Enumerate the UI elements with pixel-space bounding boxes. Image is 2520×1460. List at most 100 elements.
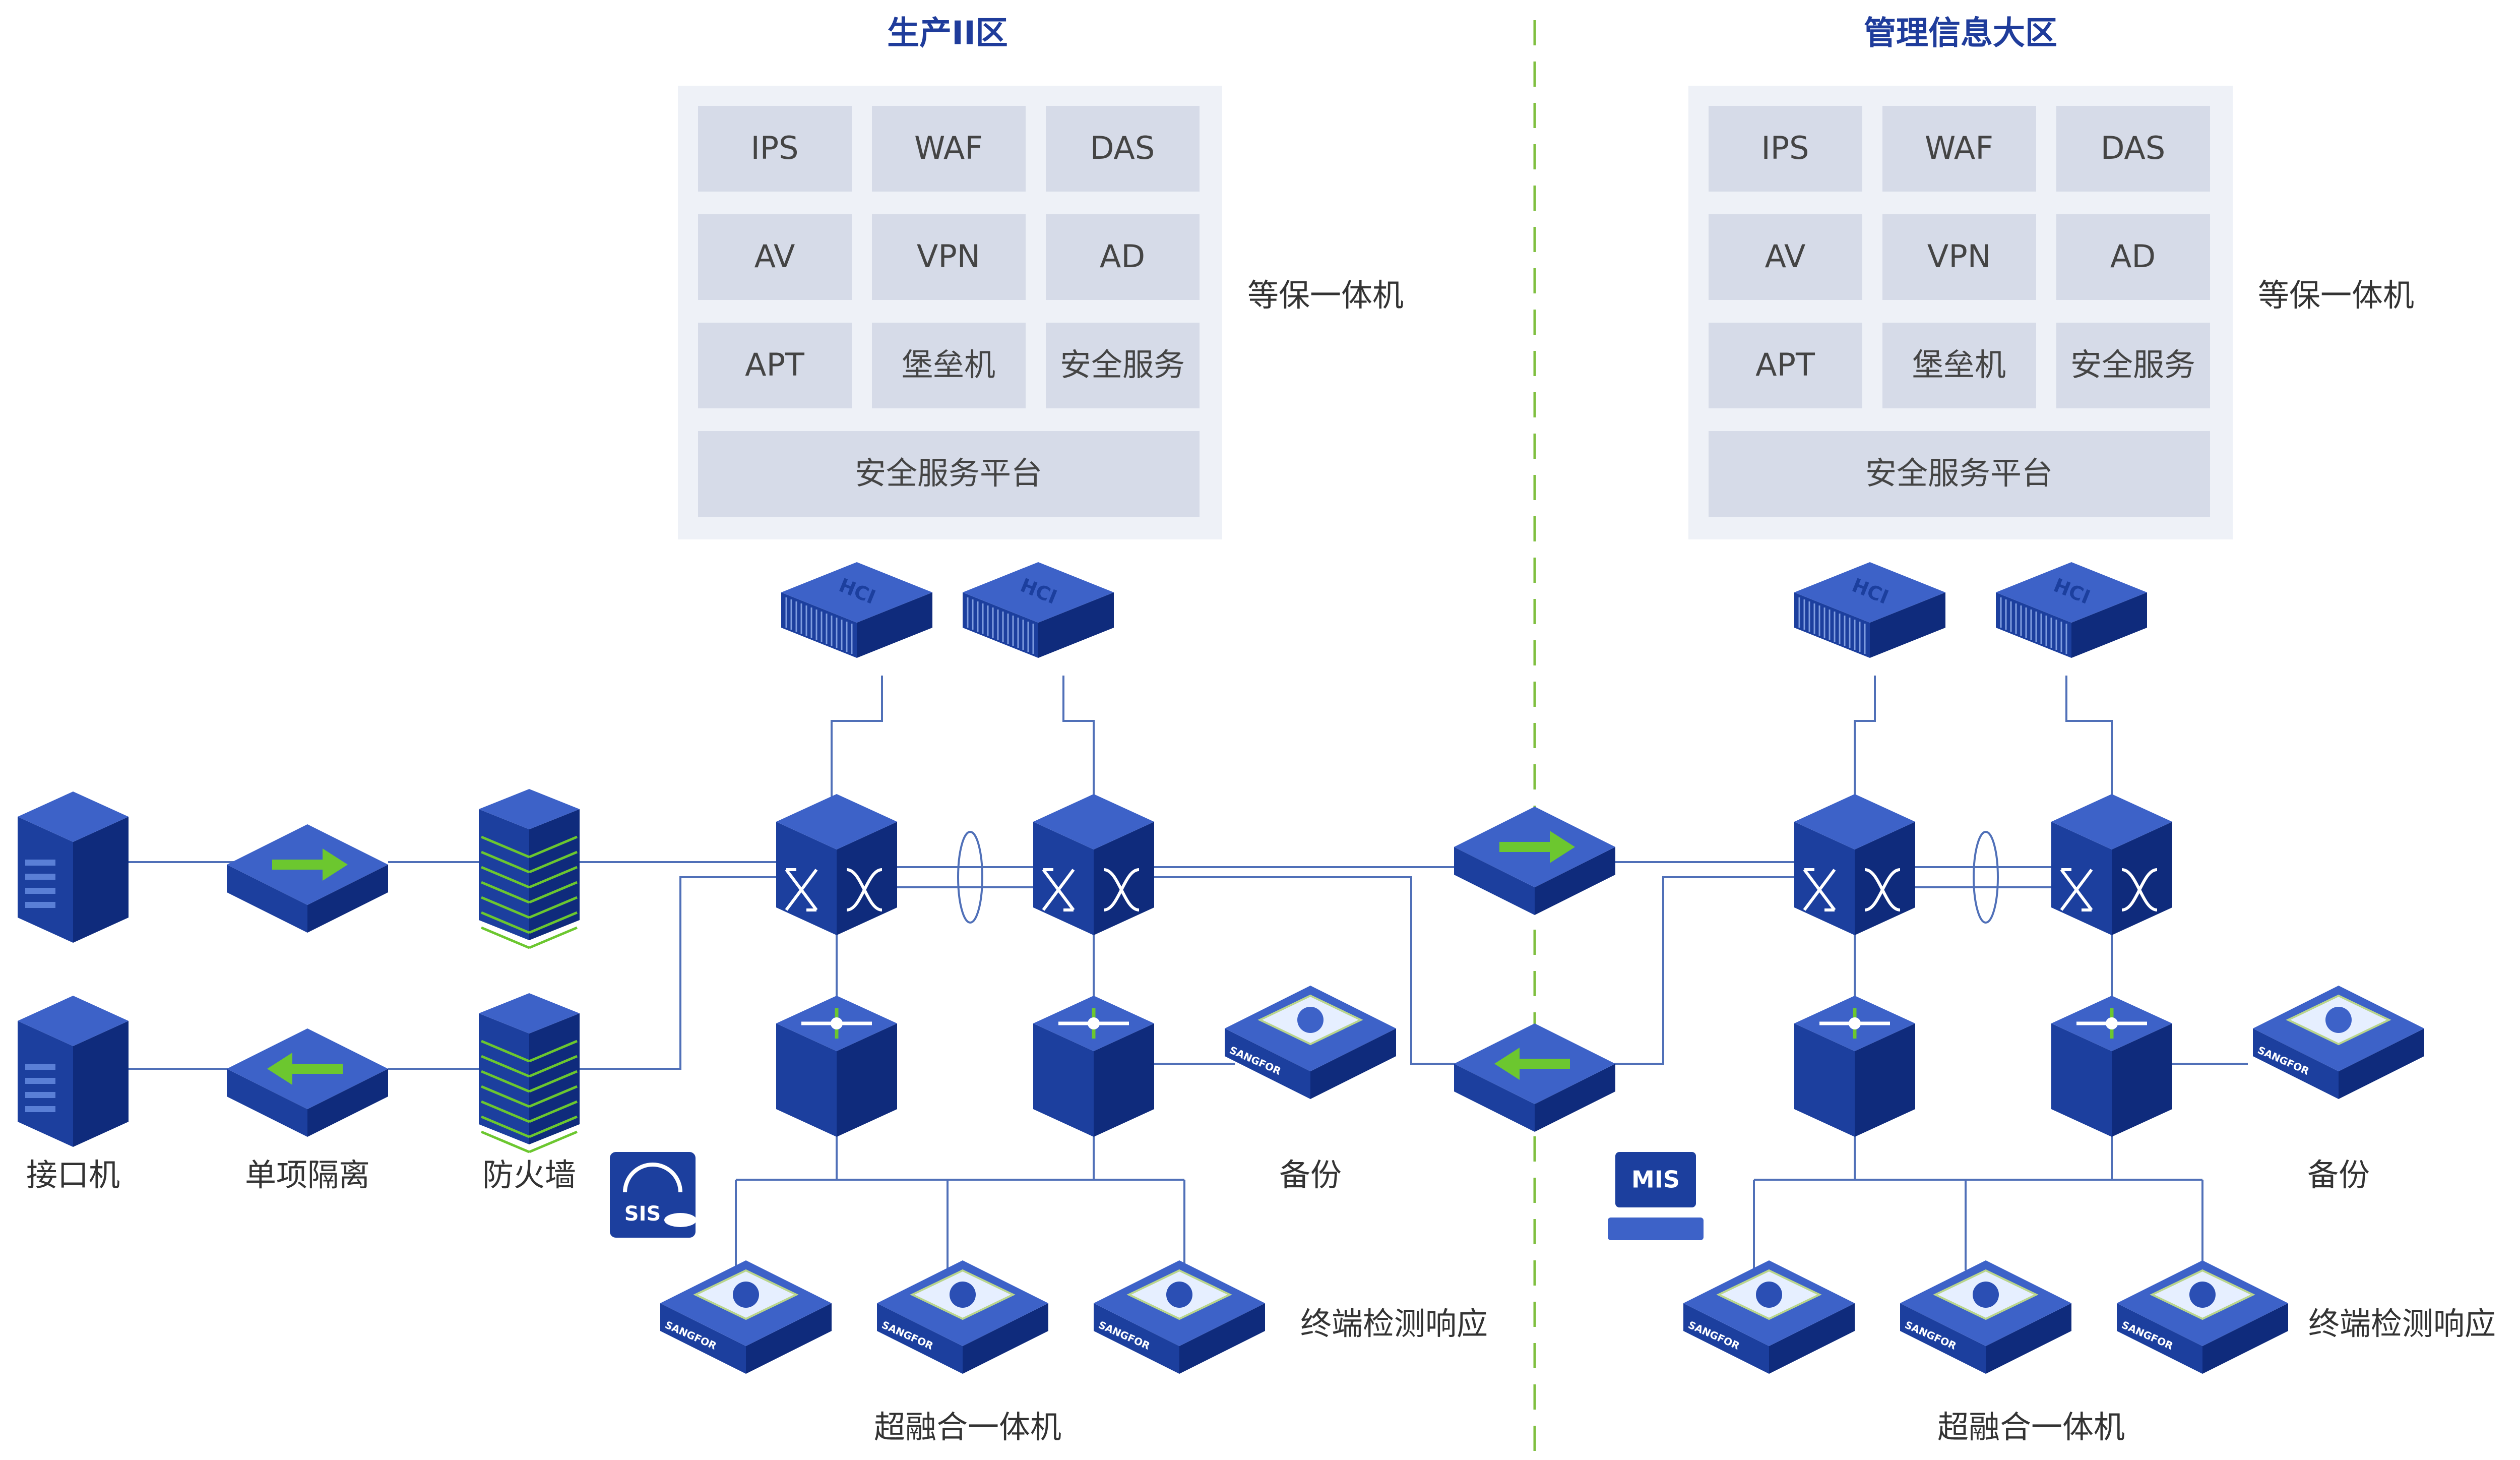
arrow-icon [1499,831,1575,863]
core-switch-icon [1794,794,1915,935]
brick-line [529,850,578,874]
firewall-icon [479,789,580,949]
brick-line [481,896,530,919]
security-module-cell [698,106,852,192]
link-line [1149,876,1462,1065]
security-platform-cell [698,431,1200,517]
server-icon [18,792,129,943]
shield-icon [2325,1007,2352,1033]
brick-line [481,850,530,874]
security-platform-label: 安全服务平台 [1865,455,2053,492]
switch-arrows [1103,868,1140,911]
security-module-label: 堡垒机 [1912,346,2006,383]
brick-line [481,1085,530,1108]
edr-appliance-icon: SANGFOR [877,1260,1048,1374]
security-module-cell [1046,106,1200,192]
zone-title-production: 生产II区 [887,15,1008,52]
gauge-arc [623,1163,682,1193]
security-module-label: 安全服务 [1060,346,1185,383]
brick-line [529,881,578,904]
brick-line [529,1100,578,1123]
firewall-icon [479,993,580,1153]
hci-server-icon: HCI [781,562,932,658]
label-hci-management: 超融合一体机 [1937,1409,2125,1445]
connection-lines [116,676,2248,1270]
security-module-cell [2056,323,2210,408]
switch-center [1088,1017,1100,1029]
security-module-cell [698,323,852,408]
edr-appliance-icon: SANGFOR [1683,1260,1855,1374]
isolation-arrow-icon [227,824,388,933]
shield-icon [2189,1282,2216,1308]
label-interface-machine: 接口机 [26,1157,120,1193]
switch-center [1849,1017,1861,1029]
mis-screen [1615,1152,1696,1207]
link-line [2065,676,2113,797]
brick-line [481,1115,530,1138]
security-module-cell [2056,214,2210,300]
security-module-label: 堡垒机 [902,346,995,383]
brick-line [481,881,530,904]
hci-server-icon: HCI [1794,562,1945,658]
security-module-cell [1709,106,1862,192]
security-module-label: IPS [1761,130,1809,166]
core-switch-icon [2051,794,2172,935]
security-module-label: DAS [1090,130,1155,166]
server-slot [25,1078,55,1084]
switch-arrows [2060,868,2093,911]
switch-arrows [785,868,818,911]
server-slot [25,1064,55,1070]
shield-icon [733,1282,759,1308]
switch-arrows [1803,868,1836,911]
brick-line [529,1040,578,1063]
brick-line [529,896,578,919]
switch-center [831,1017,843,1029]
label-hci-production: 超融合一体机 [874,1409,1061,1445]
server-slot [25,902,55,908]
brick-line [529,1115,578,1138]
access-switch-icon [1033,996,1154,1137]
security-module-label: WAF [1925,130,1993,166]
edr-appliance-icon: SANGFOR [1094,1260,1265,1374]
server-slot [25,1092,55,1098]
isolation-arrow-icon [1454,1023,1615,1132]
link-aggregation-icon [1973,831,1999,924]
shield-icon [1297,1007,1324,1033]
edr-appliance-icon: SANGFOR [2117,1260,2288,1374]
shield-icon [1973,1282,1999,1308]
arrow-icon [267,1053,343,1085]
brick-line [481,1070,530,1093]
switch-arrows [846,868,883,911]
server-icon [18,996,129,1147]
brick-line [529,866,578,889]
security-module-cell [1046,323,1200,408]
label-firewall: 防火墙 [482,1157,576,1193]
link-line [831,676,883,797]
all-in-one-label: 等保一体机 [2258,277,2414,314]
brick-line [481,866,530,889]
access-switch-icon [776,996,897,1137]
brick-line [481,1040,530,1063]
security-module-cell [1882,214,2036,300]
core-switch-icon [776,794,897,935]
security-module-cell [1882,323,2036,408]
brick-line [529,1130,578,1153]
security-module-cell [872,214,1026,300]
security-platform-label: 安全服务平台 [855,455,1042,492]
label-one-way-isolation: 单项隔离 [245,1157,370,1193]
label-edr-management: 终端检测响应 [2308,1305,2496,1342]
shield-icon [950,1282,976,1308]
brick-line [481,926,530,949]
security-module-label: AV [1765,238,1806,275]
brick-line [481,911,530,934]
security-module-cell [1882,106,2036,192]
link-line [1062,676,1095,797]
sis-badge: SIS [624,1202,661,1226]
security-module-cell [1709,323,1862,408]
access-switch-icon [1794,996,1915,1137]
server-slot [25,888,55,894]
zone-title-management: 管理信息大区 [1864,15,2057,52]
security-module-label: 安全服务 [2070,346,2195,383]
